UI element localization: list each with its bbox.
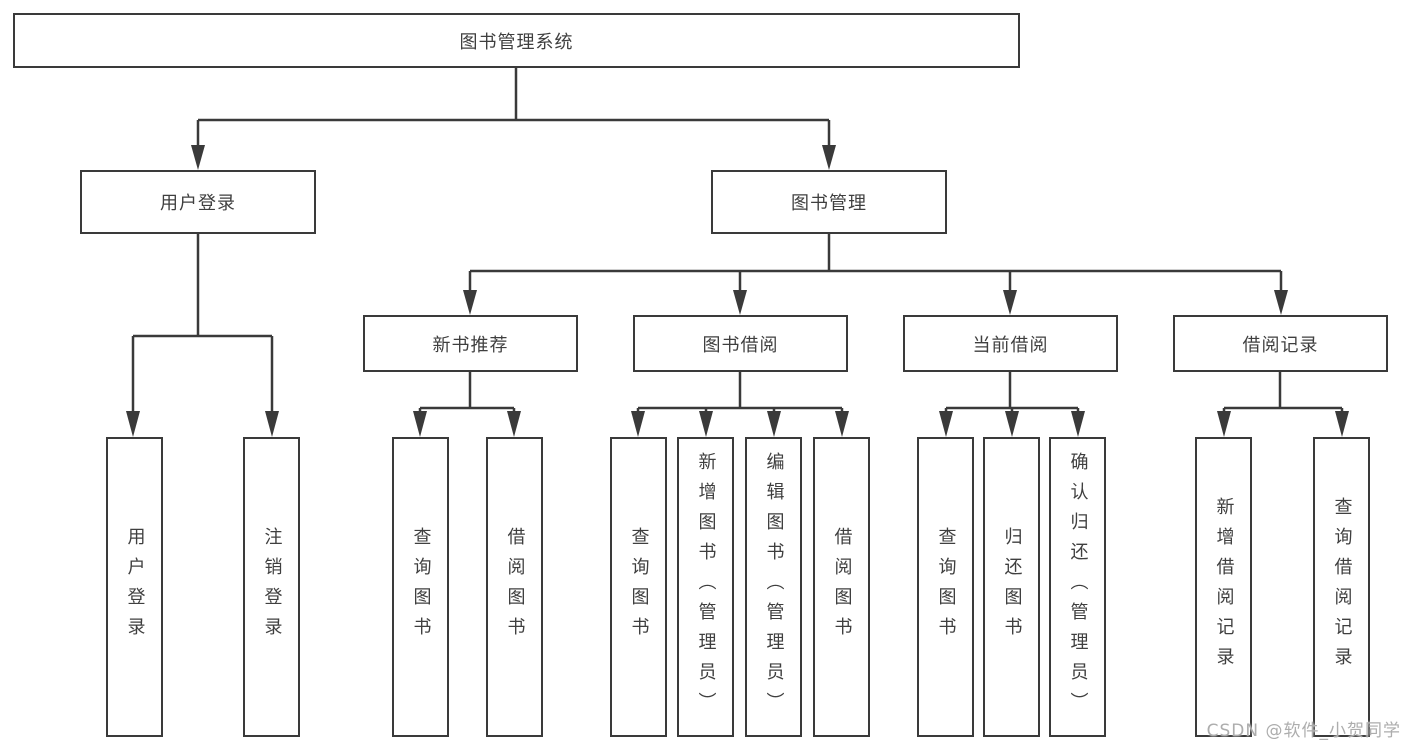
- node-borrowing-records: 借阅记录: [1173, 315, 1388, 372]
- leaf-return-books: 归还图书: [983, 437, 1040, 737]
- leaf-label: 查询图书: [628, 527, 650, 647]
- node-current-borrowing: 当前借阅: [903, 315, 1118, 372]
- leaf-borrow-books-recommend: 借阅图书: [486, 437, 543, 737]
- leaf-label: 确认归还（管理员）: [1067, 452, 1089, 722]
- node-book-management: 图书管理: [711, 170, 947, 234]
- leaf-label: 查询图书: [935, 527, 957, 647]
- leaf-label: 借阅图书: [504, 527, 526, 647]
- leaf-label: 新增图书（管理员）: [695, 452, 717, 722]
- leaf-add-books-admin: 新增图书（管理员）: [677, 437, 734, 737]
- node-book-borrowing: 图书借阅: [633, 315, 848, 372]
- node-book-borrowing-label: 图书借阅: [702, 334, 779, 356]
- leaf-add-borrow-record: 新增借阅记录: [1195, 437, 1252, 737]
- csdn-watermark: CSDN @软件_小贺同学: [1206, 721, 1401, 741]
- leaf-label: 编辑图书（管理员）: [763, 452, 785, 722]
- leaf-label: 查询借阅记录: [1331, 497, 1353, 677]
- leaf-query-books-current: 查询图书: [917, 437, 974, 737]
- leaf-label: 借阅图书: [831, 527, 853, 647]
- leaf-label: 注销登录: [261, 527, 283, 647]
- leaf-query-borrow-record: 查询借阅记录: [1313, 437, 1370, 737]
- node-borrowing-records-label: 借阅记录: [1242, 334, 1319, 356]
- leaf-label: 查询图书: [410, 527, 432, 647]
- leaf-query-books-recommend: 查询图书: [392, 437, 449, 737]
- leaf-logout: 注销登录: [243, 437, 300, 737]
- leaf-edit-books-admin: 编辑图书（管理员）: [745, 437, 802, 737]
- node-current-borrowing-label: 当前借阅: [972, 334, 1049, 356]
- node-user-login-label: 用户登录: [160, 193, 236, 214]
- node-new-book-recommend-label: 新书推荐: [432, 334, 509, 356]
- node-new-book-recommend: 新书推荐: [363, 315, 578, 372]
- node-library-system: 图书管理系统: [13, 13, 1020, 68]
- leaf-borrow-books-borrowing: 借阅图书: [813, 437, 870, 737]
- node-book-management-label: 图书管理: [791, 193, 867, 214]
- leaf-label: 新增借阅记录: [1213, 497, 1235, 677]
- leaf-label: 归还图书: [1001, 527, 1023, 647]
- node-user-login: 用户登录: [80, 170, 316, 234]
- node-library-system-label: 图书管理系统: [459, 31, 574, 53]
- leaf-query-books-borrowing: 查询图书: [610, 437, 667, 737]
- leaf-label: 用户登录: [124, 527, 146, 647]
- leaf-user-login: 用户登录: [106, 437, 163, 737]
- leaf-confirm-return-admin: 确认归还（管理员）: [1049, 437, 1106, 737]
